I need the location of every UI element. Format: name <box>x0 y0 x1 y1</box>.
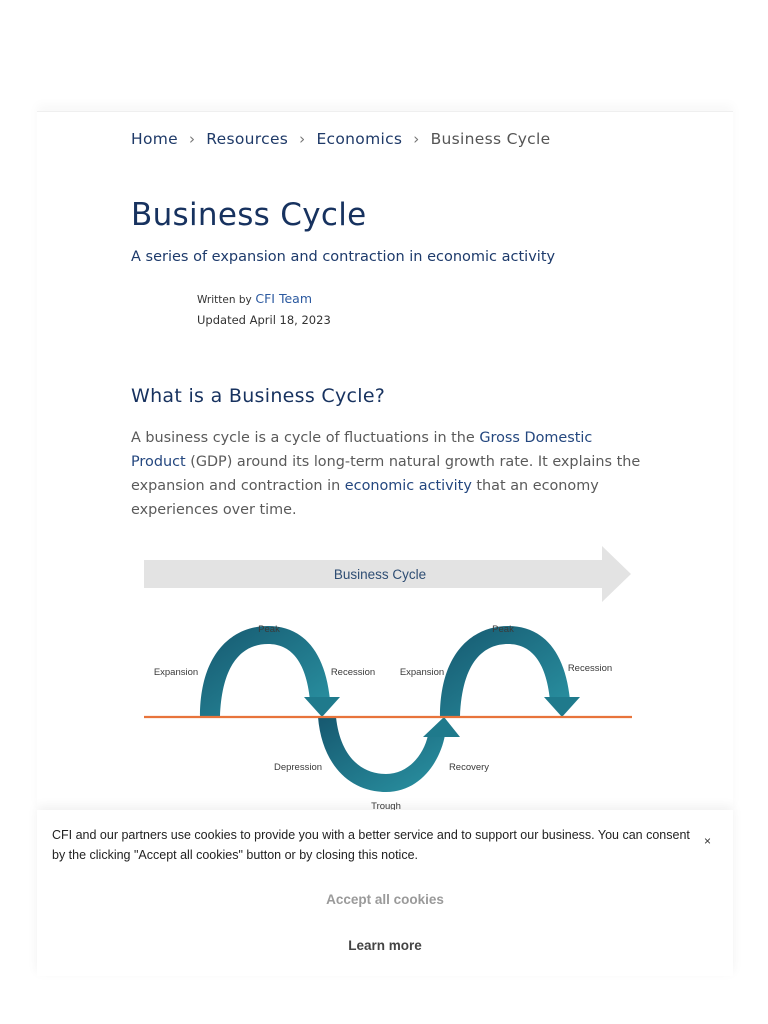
page-title: Business Cycle <box>131 197 367 233</box>
updated-date: Updated April 18, 2023 <box>197 313 331 327</box>
label-expansion-2: Expansion <box>400 667 444 678</box>
breadcrumb: Home › Resources › Economics › Business … <box>131 130 550 148</box>
intro-paragraph: A business cycle is a cycle of fluctuati… <box>131 426 651 522</box>
cycle-arrow-expansion-recession-2 <box>440 626 570 717</box>
cycle-arrow-depression-recovery <box>318 717 445 792</box>
banner-label: Business Cycle <box>334 567 426 582</box>
gdp-link[interactable]: Gross Domestic Product <box>131 430 593 470</box>
label-depression: Depression <box>274 762 322 773</box>
author-link[interactable]: CFI Team <box>255 291 312 306</box>
label-recession-1: Recession <box>331 667 375 678</box>
cookie-banner: CFI and our partners use cookies to prov… <box>37 810 733 976</box>
chevron-right-icon: › <box>188 130 196 148</box>
breadcrumb-current: Business Cycle <box>430 130 551 148</box>
page-subtitle: A series of expansion and contraction in… <box>131 249 556 265</box>
learn-more-link[interactable]: Learn more <box>348 938 422 953</box>
arrowhead-recession-1 <box>304 697 340 717</box>
cycle-arrow-expansion-recession-1 <box>200 626 330 717</box>
written-by-label: Written by <box>197 294 252 306</box>
label-peak-2: Peak <box>492 624 514 635</box>
arrowhead-recession-2 <box>544 697 580 717</box>
paragraph-text: A business cycle is a cycle of fluctuati… <box>131 430 480 446</box>
label-recession-2: Recession <box>568 663 612 674</box>
chevron-right-icon: › <box>299 130 306 148</box>
breadcrumb-home-link[interactable]: Home <box>131 130 178 148</box>
arrowhead-recovery <box>423 717 460 737</box>
label-recovery: Recovery <box>449 762 489 773</box>
label-trough: Trough <box>371 801 401 812</box>
paragraph-text: (GDP) around its long-term natural growt… <box>131 454 641 494</box>
section-heading: What is a Business Cycle? <box>131 385 386 407</box>
accept-cookies-button[interactable]: Accept all cookies <box>326 892 444 907</box>
paragraph-text: that an economy experiences over time. <box>131 478 599 518</box>
business-cycle-diagram: Business Cycle Peak Expansion Recession … <box>144 546 632 812</box>
article-card <box>37 111 733 811</box>
banner-arrow <box>144 546 631 602</box>
breadcrumb-economics-link[interactable]: Economics <box>316 130 403 148</box>
author-line: Written by CFI Team <box>197 291 312 306</box>
close-icon[interactable]: × <box>704 834 712 848</box>
breadcrumb-resources-link[interactable]: Resources <box>206 130 289 148</box>
economic-activity-link[interactable]: economic activity <box>344 478 472 494</box>
chevron-right-icon: › <box>413 130 420 148</box>
label-expansion-1: Expansion <box>154 667 198 678</box>
cookie-notice-text: CFI and our partners use cookies to prov… <box>52 828 690 862</box>
label-peak-1: Peak <box>258 624 280 635</box>
